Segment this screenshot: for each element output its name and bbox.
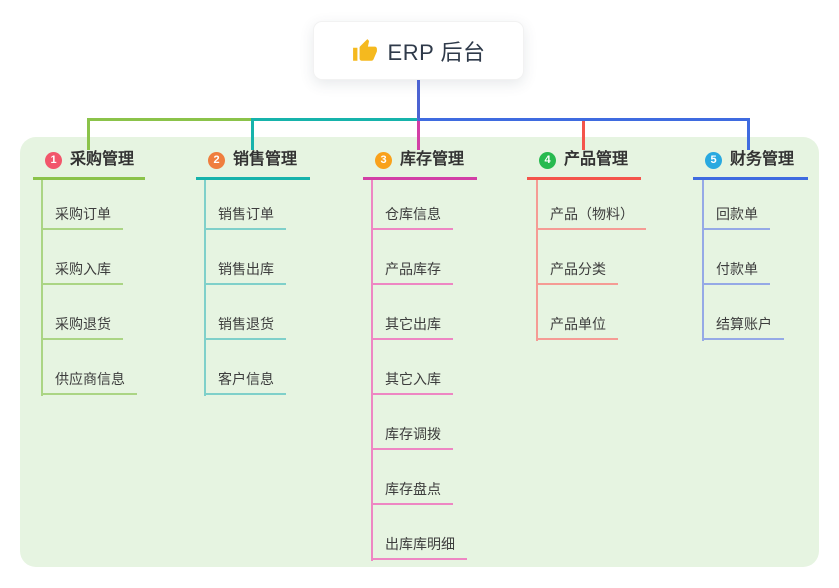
child-label: 销售订单 [218, 206, 274, 222]
branch-connector-line [252, 118, 418, 121]
child-label: 仓库信息 [385, 206, 441, 222]
child-label: 产品库存 [385, 261, 441, 277]
child-node[interactable]: 出库库明细 [371, 536, 467, 560]
child-label: 其它出库 [385, 316, 441, 332]
branch-drop-line [417, 118, 420, 150]
child-node[interactable]: 库存调拨 [371, 426, 453, 450]
child-node[interactable]: 产品库存 [371, 261, 453, 285]
child-node[interactable]: 供应商信息 [41, 371, 137, 395]
child-label: 库存盘点 [385, 481, 441, 497]
child-node[interactable]: 仓库信息 [371, 206, 453, 230]
root-node[interactable]: ERP 后台 [313, 21, 524, 80]
branch-label: 销售管理 [233, 151, 298, 168]
mindmap-panel [20, 137, 819, 567]
child-label: 采购退货 [55, 316, 111, 332]
branch-number-badge: 3 [375, 151, 392, 169]
child-node[interactable]: 其它出库 [371, 316, 453, 340]
child-node[interactable]: 产品分类 [536, 261, 618, 285]
child-label: 客户信息 [218, 371, 274, 387]
child-node[interactable]: 结算账户 [702, 316, 784, 340]
branch-drop-line [582, 118, 585, 150]
child-node[interactable]: 销售出库 [204, 261, 286, 285]
branch-number-badge: 2 [208, 151, 225, 169]
branch-drop-line [87, 118, 90, 150]
child-node[interactable]: 采购订单 [41, 206, 123, 230]
child-label: 采购订单 [55, 206, 111, 222]
child-label: 回款单 [716, 206, 758, 222]
child-label: 库存调拨 [385, 426, 441, 442]
connector-stem [417, 80, 420, 121]
child-node[interactable]: 回款单 [702, 206, 770, 230]
child-label: 销售出库 [218, 261, 274, 277]
child-label: 其它入库 [385, 371, 441, 387]
branch-label: 产品管理 [564, 151, 629, 168]
children-connector-line [204, 180, 206, 396]
child-node[interactable]: 销售订单 [204, 206, 286, 230]
child-node[interactable]: 销售退货 [204, 316, 286, 340]
children-connector-line [371, 180, 373, 561]
branch-node-finance[interactable]: 5 财务管理 [693, 149, 808, 180]
branch-node-sales[interactable]: 2 销售管理 [196, 149, 310, 180]
branch-label: 采购管理 [70, 151, 135, 168]
child-label: 销售退货 [218, 316, 274, 332]
child-node[interactable]: 其它入库 [371, 371, 453, 395]
child-label: 产品（物料） [550, 206, 634, 222]
child-node[interactable]: 付款单 [702, 261, 770, 285]
child-label: 出库库明细 [385, 536, 455, 552]
child-node[interactable]: 采购入库 [41, 261, 123, 285]
child-label: 付款单 [716, 261, 758, 277]
branch-number-badge: 4 [539, 151, 556, 169]
branch-node-product[interactable]: 4 产品管理 [527, 149, 641, 180]
child-label: 产品单位 [550, 316, 606, 332]
branch-drop-line [747, 118, 750, 150]
branch-number-badge: 5 [705, 151, 722, 169]
children-connector-line [702, 180, 704, 341]
branch-connector-line [417, 118, 750, 121]
child-label: 采购入库 [55, 261, 111, 277]
branch-label: 库存管理 [400, 151, 465, 168]
branch-number-badge: 1 [45, 151, 62, 169]
children-connector-line [41, 180, 43, 396]
branch-node-inventory[interactable]: 3 库存管理 [363, 149, 477, 180]
child-node[interactable]: 产品（物料） [536, 206, 646, 230]
branch-node-purchase[interactable]: 1 采购管理 [33, 149, 145, 180]
child-node[interactable]: 客户信息 [204, 371, 286, 395]
child-node[interactable]: 采购退货 [41, 316, 123, 340]
branch-connector-line [87, 118, 253, 121]
child-node[interactable]: 产品单位 [536, 316, 618, 340]
child-label: 供应商信息 [55, 371, 125, 387]
thumbs-up-icon [352, 38, 377, 61]
child-label: 产品分类 [550, 261, 606, 277]
branch-drop-line [251, 118, 254, 150]
branch-label: 财务管理 [730, 151, 795, 168]
children-connector-line [536, 180, 538, 341]
child-label: 结算账户 [716, 316, 772, 332]
root-label: ERP 后台 [387, 39, 486, 65]
child-node[interactable]: 库存盘点 [371, 481, 453, 505]
